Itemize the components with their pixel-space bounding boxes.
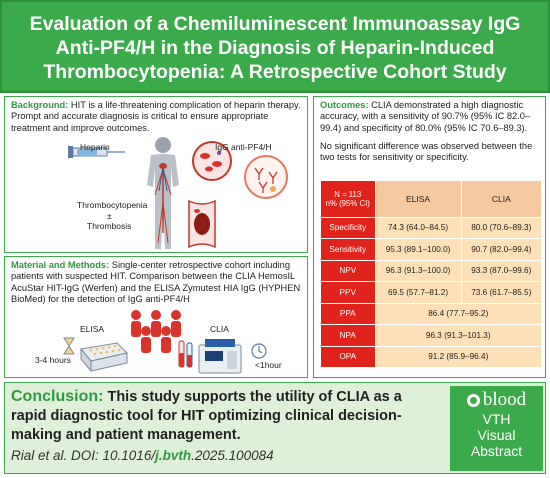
- background-text: Background: HIT is a life-threatening co…: [11, 100, 302, 134]
- cell-merged: 91.2 (85.9–96.4): [374, 346, 541, 368]
- hourglass-icon: [63, 337, 75, 355]
- clock-icon: [251, 343, 267, 359]
- row-label: NPV: [321, 260, 375, 282]
- title-line-3: Thrombocytopenia: A Retrospective Cohort…: [43, 61, 507, 83]
- table-row: Specificity 74.3 (64.0–84.5) 80.0 (70.6–…: [321, 217, 541, 239]
- thrombocytopenia-label: Thrombocytopenia: [77, 200, 148, 210]
- citation-prefix: Rial et al. DOI: 10.1016/: [11, 448, 156, 463]
- blood-logo-text: blood: [482, 389, 527, 410]
- blood-logo: blood: [450, 389, 543, 411]
- page-title: Evaluation of a Chemiluminescent Immunoa…: [0, 0, 550, 93]
- blood-vth-badge: blood VTH Visual Abstract: [450, 386, 543, 471]
- cell-clia: 93.3 (87.0–99.6): [460, 260, 541, 282]
- cell-elisa: 96.3 (91.3–100.0): [374, 260, 462, 282]
- thrombosis-label: Thrombosis: [87, 221, 132, 231]
- igg-label: IgG anti-PF4/H: [215, 142, 272, 152]
- outcomes-body: CLIA demonstrated a high diagnostic accu…: [320, 100, 531, 133]
- background-heading: Background:: [11, 100, 69, 110]
- methods-heading: Material and Methods:: [11, 260, 110, 270]
- citation: Rial et al. DOI: 10.1016/j.bvth.2025.100…: [11, 448, 274, 463]
- heparin-label: Heparin: [80, 142, 110, 152]
- table-row: PPA 86.4 (77.7–95.2): [321, 303, 541, 325]
- background-body: HIT is a life-threatening complication o…: [11, 100, 301, 133]
- table-header-row: N = 113 n% (95% CI) ELISA CLIA: [321, 181, 541, 218]
- cell-merged: 86.4 (77.7–95.2): [374, 303, 541, 325]
- row-label: NPA: [321, 324, 375, 347]
- results-table: N = 113 n% (95% CI) ELISA CLIA Specifici…: [321, 181, 541, 368]
- cell-clia: 73.6 (61.7–85.5): [460, 281, 541, 304]
- table-header-elisa: ELISA: [374, 181, 462, 218]
- elisa-label: ELISA: [80, 324, 105, 334]
- background-panel: Background: HIT is a life-threatening co…: [4, 96, 308, 253]
- clia-analyzer-icon: [198, 339, 242, 374]
- antibody-icon: [244, 155, 288, 199]
- plusminus-label: ±: [107, 211, 112, 221]
- table-row: PPV 69.5 (57.7–81.2) 73.6 (61.7–85.5): [321, 281, 541, 304]
- blood-vessel-icon: [192, 141, 232, 181]
- badge-vth: VTH: [482, 411, 511, 427]
- title-line-1: Evaluation of a Chemiluminescent Immunoa…: [29, 13, 521, 35]
- cell-clia: 90.7 (82.0–99.4): [460, 238, 541, 261]
- cell-elisa: 95.3 (89.1–100.0): [374, 238, 462, 261]
- row-label: Sensitivity: [321, 238, 375, 261]
- clia-time-label: <1hour: [255, 360, 282, 370]
- methods-text: Material and Methods: Single-center retr…: [11, 260, 302, 305]
- methods-panel: Material and Methods: Single-center retr…: [4, 256, 308, 378]
- thrombus-icon: [188, 199, 216, 249]
- methods-body: Single-center retrospective cohort inclu…: [11, 260, 301, 304]
- table-corner-n: N = 113: [334, 189, 362, 199]
- patients-icon: [131, 310, 181, 353]
- table-header-clia: CLIA: [460, 181, 541, 218]
- conclusion-text: Conclusion: This study supports the util…: [11, 387, 441, 445]
- clia-label: CLIA: [210, 324, 229, 334]
- citation-bold: j.bvth: [155, 448, 192, 463]
- table-corner: N = 113 n% (95% CI): [321, 181, 375, 218]
- table-corner-ci: n% (95% CI): [325, 198, 370, 208]
- table-row: Sensitivity 95.3 (89.1–100.0) 90.7 (82.0…: [321, 238, 541, 261]
- blood-drop-icon: [466, 393, 480, 407]
- cell-clia: 80.0 (70.6–89.3): [460, 217, 541, 239]
- elisa-plate-icon: [80, 342, 128, 373]
- citation-suffix: .2025.100084: [191, 448, 274, 463]
- table-row: NPA 96.3 (91.3–101.3): [321, 324, 541, 347]
- outcomes-text: Outcomes: CLIA demonstrated a high diagn…: [320, 100, 540, 170]
- elisa-time-label: 3-4 hours: [35, 355, 71, 365]
- outcomes-heading: Outcomes:: [320, 100, 369, 110]
- cell-elisa: 74.3 (64.0–84.5): [374, 217, 462, 239]
- title-line-2: Anti-PF4/H in the Diagnosis of Heparin-I…: [55, 37, 495, 59]
- table-row: OPA 91.2 (85.9–96.4): [321, 346, 541, 368]
- conclusion-body: This study supports the utility of CLIA …: [11, 389, 402, 443]
- outcomes-body-2: No significant difference was observed b…: [320, 140, 533, 163]
- sample-tubes-icon: [178, 340, 193, 368]
- row-label: PPA: [321, 303, 375, 325]
- cell-merged: 96.3 (91.3–101.3): [374, 324, 541, 347]
- row-label: PPV: [321, 281, 375, 304]
- badge-abstract: Abstract: [470, 443, 523, 459]
- outcomes-panel: Outcomes: CLIA demonstrated a high diagn…: [313, 96, 546, 378]
- conclusion-heading: Conclusion:: [11, 388, 104, 405]
- cell-elisa: 69.5 (57.7–81.2): [374, 281, 462, 304]
- row-label: OPA: [321, 346, 375, 368]
- badge-visual: Visual: [477, 427, 516, 443]
- syringe-icon: [68, 146, 125, 158]
- patient-figure-icon: [147, 137, 179, 249]
- row-label: Specificity: [321, 217, 375, 239]
- table-row: NPV 96.3 (91.3–100.0) 93.3 (87.0–99.6): [321, 260, 541, 282]
